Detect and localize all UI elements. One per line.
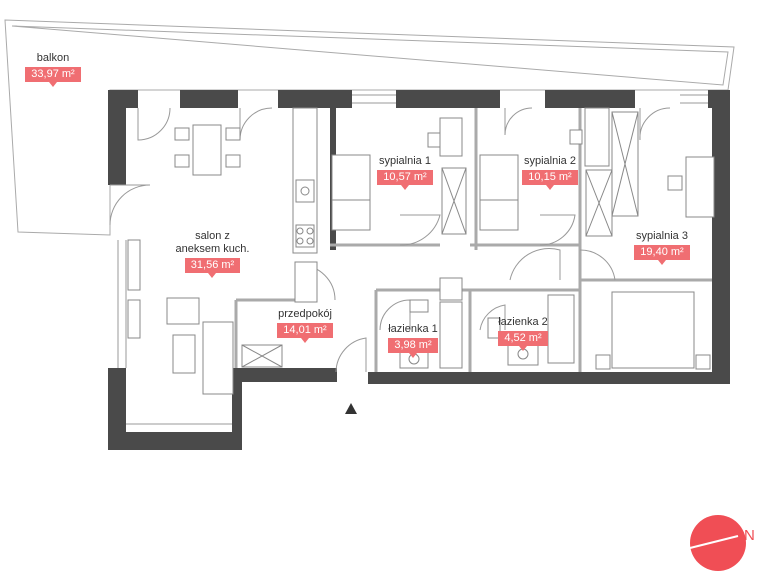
room-label-sypialnia1: sypialnia 1 10,57 m² bbox=[365, 155, 445, 190]
room-label-salon: salon z aneksem kuch. 31,56 m² bbox=[165, 230, 260, 278]
room-label-sypialnia3: sypialnia 3 19,40 m² bbox=[622, 230, 702, 265]
room-area: 31,56 m² bbox=[184, 258, 241, 278]
bed-3 bbox=[611, 291, 695, 369]
windows bbox=[117, 94, 708, 425]
room-area: 10,57 m² bbox=[377, 170, 433, 190]
furniture bbox=[127, 107, 715, 395]
room-area: 33,97 m² bbox=[25, 67, 81, 87]
room-name: sypialnia 2 bbox=[524, 155, 576, 167]
room-area: 4,52 m² bbox=[498, 331, 548, 351]
room-name-line2: aneksem kuch. bbox=[175, 243, 250, 255]
exterior-walls bbox=[108, 90, 730, 450]
room-name: łazienka 2 bbox=[498, 316, 548, 328]
room-name: balkon bbox=[36, 52, 70, 64]
room-area: 19,40 m² bbox=[634, 245, 690, 265]
room-label-lazienka2: łazienka 2 4,52 m² bbox=[488, 316, 558, 351]
room-name: sypialnia 1 bbox=[379, 155, 431, 167]
room-label-balkon: balkon 33,97 m² bbox=[18, 52, 88, 87]
room-name: sypialnia 3 bbox=[636, 230, 688, 242]
room-area: 14,01 m² bbox=[277, 323, 333, 343]
desk-3 bbox=[685, 156, 715, 218]
dining-table bbox=[192, 124, 222, 176]
room-label-przedpokoj: przedpokój 14,01 m² bbox=[265, 308, 345, 343]
compass-letter: N bbox=[744, 527, 755, 544]
room-label-lazienka1: łazienka 1 3,98 m² bbox=[378, 323, 448, 358]
room-label-sypialnia2: sypialnia 2 10,15 m² bbox=[510, 155, 590, 190]
interior-walls bbox=[234, 108, 712, 372]
compass-icon bbox=[689, 515, 746, 571]
room-name-line1: salon z bbox=[195, 230, 230, 242]
room-name: łazienka 1 bbox=[388, 323, 438, 335]
room-name: przedpokój bbox=[278, 308, 332, 320]
entrance-arrow-icon bbox=[345, 403, 357, 414]
room-area: 3,98 m² bbox=[388, 338, 438, 358]
sofa bbox=[202, 321, 234, 395]
room-area: 10,15 m² bbox=[522, 170, 578, 190]
